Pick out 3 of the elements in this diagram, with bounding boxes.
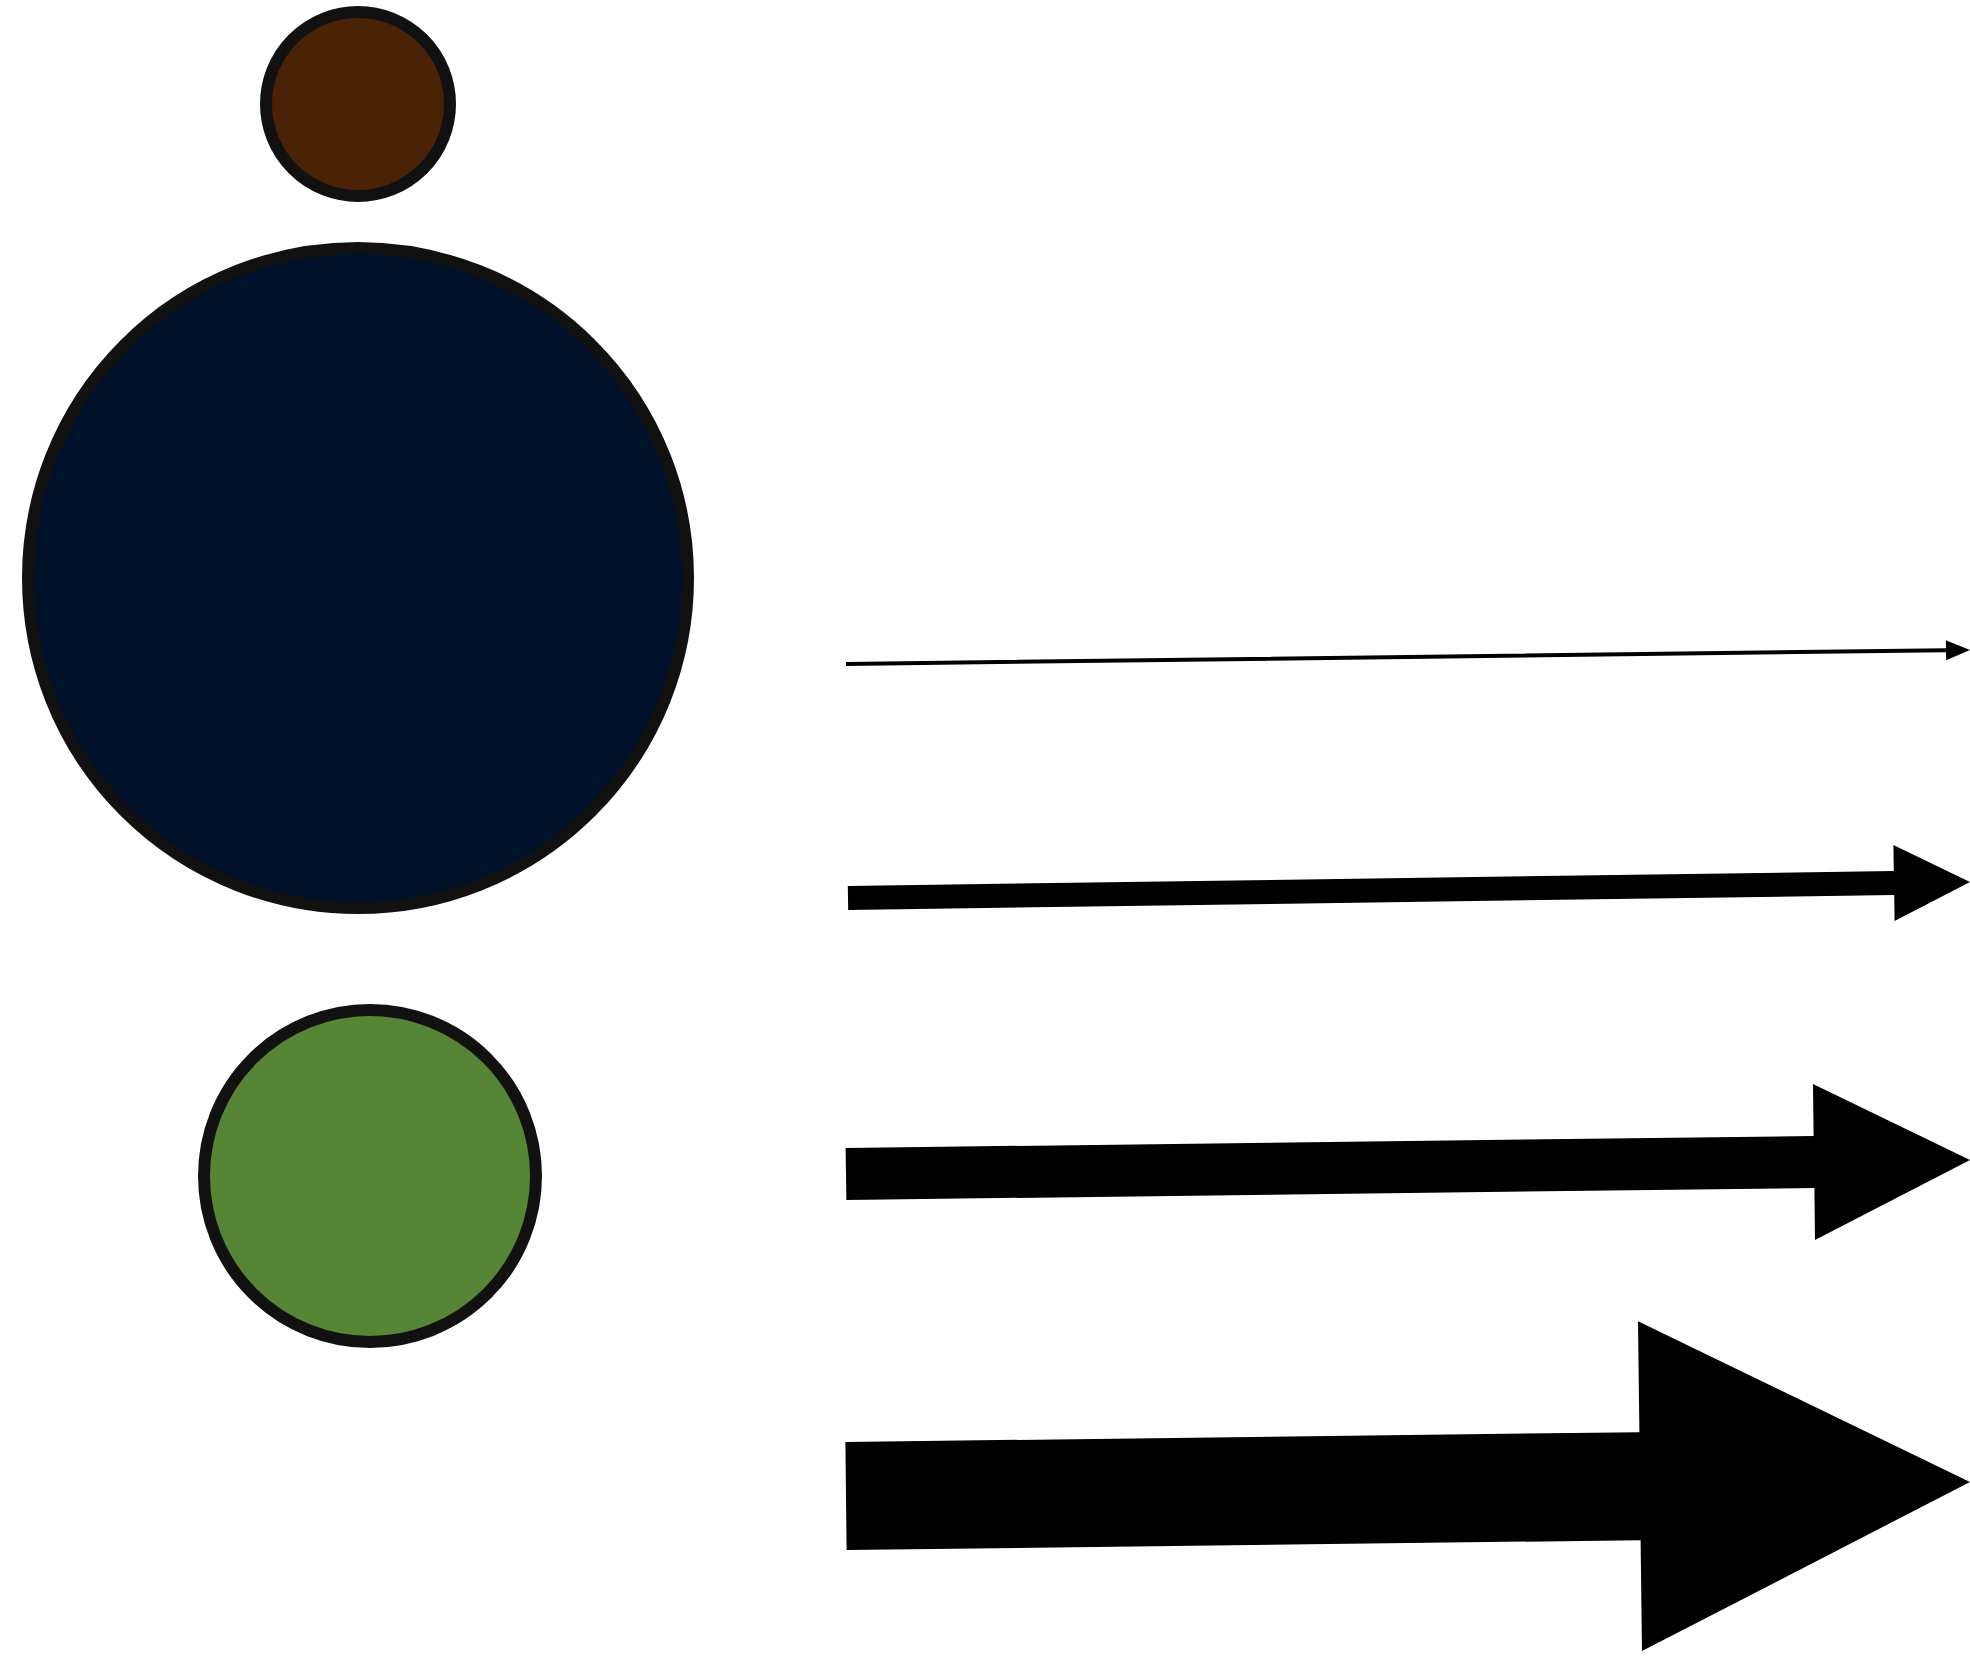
circle-node [260,6,456,202]
circle-node [22,242,694,914]
circle-node [198,1004,542,1348]
